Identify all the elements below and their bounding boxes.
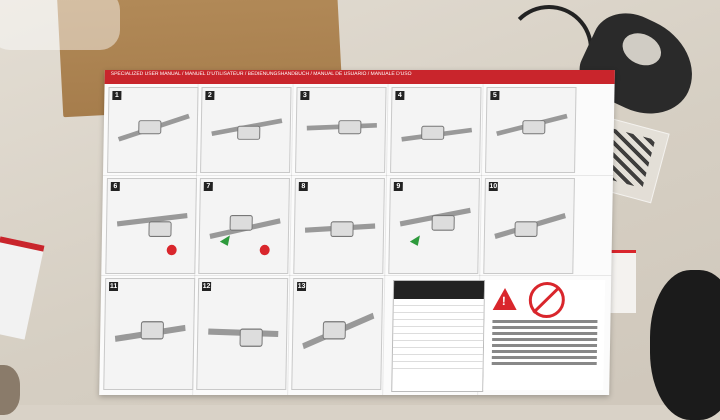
carpet-corner <box>0 365 20 415</box>
instruction-step-panel: 2 <box>200 87 292 173</box>
instruction-step-panel: 13 <box>291 278 384 390</box>
step-number: 3 <box>300 91 310 100</box>
instruction-step-panel: 6 <box>105 178 197 274</box>
instruction-step-panel: 1 <box>107 87 199 173</box>
step-number: 13 <box>296 282 307 291</box>
step-number: 2 <box>205 91 215 100</box>
warning-box <box>483 280 606 390</box>
table-row <box>392 341 484 348</box>
instruction-step-panel: 7 <box>198 178 290 274</box>
table-row <box>393 299 484 306</box>
table-row <box>392 348 483 355</box>
step-number: 12 <box>201 282 212 291</box>
fold-line <box>101 275 612 276</box>
spec-table <box>391 280 486 392</box>
instruction-step-panel: 5 <box>485 87 577 173</box>
light-unit <box>650 270 720 420</box>
fold-line <box>102 175 614 176</box>
instruction-step-panel: 10 <box>483 178 575 274</box>
step-number: 9 <box>393 182 403 191</box>
manual-header-text: SPECIALIZED USER MANUAL / MANUEL D'UTILI… <box>110 71 412 77</box>
instruction-step-panel: 4 <box>390 87 482 173</box>
step-number: 4 <box>395 91 405 100</box>
instruction-step-panel: 9 <box>388 178 480 274</box>
instruction-step-panel: 11 <box>103 278 196 390</box>
table-row <box>393 320 484 327</box>
table-row <box>393 306 484 313</box>
table-row <box>392 362 483 369</box>
table-row <box>393 313 484 320</box>
step-number: 7 <box>203 182 213 191</box>
step-number: 11 <box>108 282 119 291</box>
step-number: 6 <box>110 182 120 191</box>
table-row <box>392 355 483 362</box>
step-number: 5 <box>490 91 500 100</box>
warning-text-block <box>491 320 598 368</box>
instruction-sheet: SPECIALIZED USER MANUAL / MANUEL D'UTILI… <box>99 70 615 395</box>
manual-header: SPECIALIZED USER MANUAL / MANUEL D'UTILI… <box>104 70 615 84</box>
warning-triangle-icon <box>492 288 518 310</box>
prohibition-icon <box>528 282 566 318</box>
step-number: 1 <box>112 91 122 100</box>
table-row <box>393 327 484 334</box>
step-number: 10 <box>488 182 498 191</box>
spec-table-header <box>393 281 485 299</box>
instruction-step-panel: 3 <box>295 87 387 173</box>
plastic-bag <box>0 0 120 50</box>
instruction-step-panel: 8 <box>293 178 385 274</box>
step-number: 8 <box>298 182 308 191</box>
instruction-step-panel: 12 <box>196 278 289 390</box>
table-row <box>393 334 484 341</box>
